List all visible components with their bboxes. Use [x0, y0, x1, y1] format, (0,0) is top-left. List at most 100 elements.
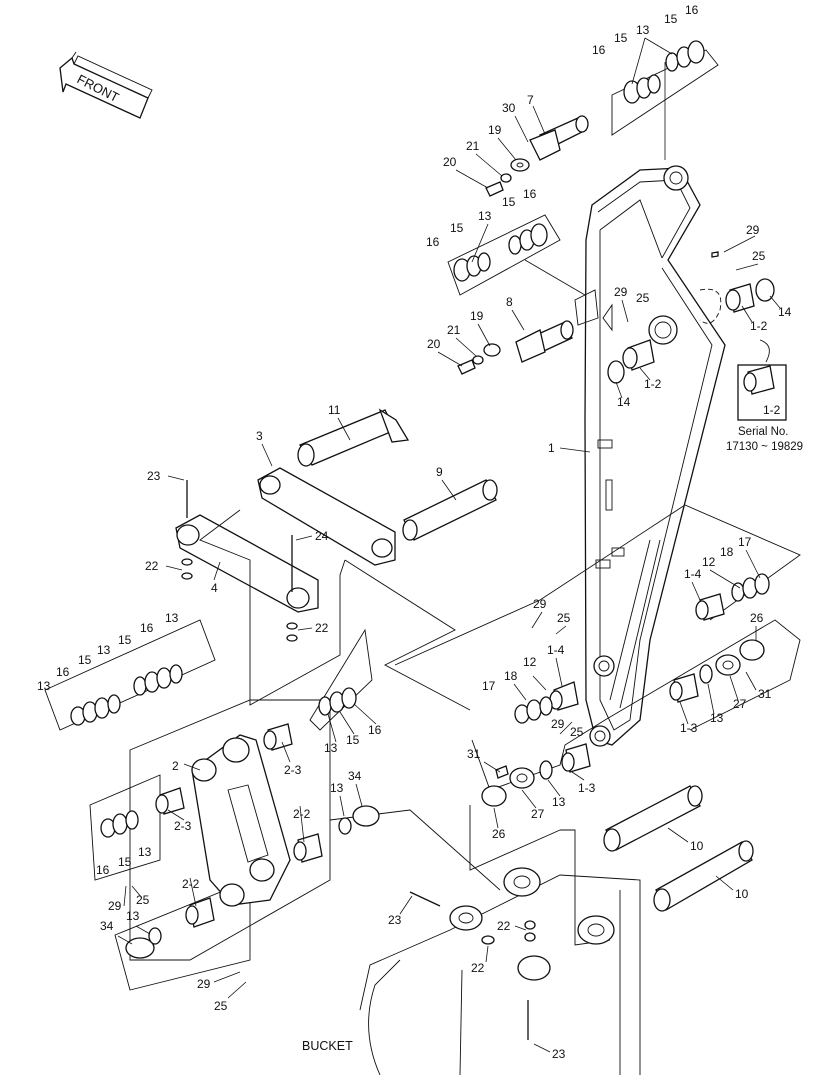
middle-ring-group [447, 214, 586, 296]
callout-27: 27 [733, 697, 747, 711]
callout-2: 2 [172, 759, 179, 773]
callout-24: 24 [315, 529, 329, 543]
callout-2-2: 2-2 [182, 877, 200, 891]
callout-13: 13 [126, 909, 140, 923]
callout-29: 29 [551, 717, 565, 731]
group-frames [44, 504, 801, 991]
callout-2-3: 2-3 [174, 819, 192, 833]
callout-labels: 7 30 19 21 20 13 15 16 15 16 13 15 16 15… [37, 3, 792, 1061]
callout-22: 22 [497, 919, 511, 933]
callout-29: 29 [614, 285, 628, 299]
callout-13: 13 [710, 711, 724, 725]
callout-26: 26 [492, 827, 506, 841]
callout-15: 15 [118, 633, 132, 647]
callout-2-3: 2-3 [284, 763, 302, 777]
callout-29: 29 [746, 223, 760, 237]
callout-20: 20 [443, 155, 457, 169]
callout-22: 22 [471, 961, 485, 975]
callout-13: 13 [165, 611, 179, 625]
callout-4: 4 [211, 581, 218, 595]
callout-11: 11 [328, 403, 341, 417]
callout-3: 3 [256, 429, 263, 443]
top-ring-group [611, 40, 719, 160]
arm-link-2 [100, 723, 380, 959]
callout-17: 17 [482, 679, 496, 693]
callout-2-2: 2-2 [293, 807, 311, 821]
callout-22: 22 [315, 621, 329, 635]
callout-1-4: 1-4 [547, 643, 565, 657]
callout-13: 13 [478, 209, 492, 223]
callout-9: 9 [436, 465, 443, 479]
callout-16: 16 [96, 863, 110, 877]
callout-12: 12 [523, 655, 537, 669]
callout-19: 19 [488, 123, 502, 137]
callout-1-2: 1-2 [750, 319, 768, 333]
left-ring-group-mid [318, 687, 357, 716]
callout-23: 23 [147, 469, 161, 483]
callout-15: 15 [502, 195, 516, 209]
callout-21: 21 [447, 323, 461, 337]
callout-25: 25 [557, 611, 571, 625]
callout-13: 13 [552, 795, 566, 809]
callout-29: 29 [108, 899, 122, 913]
callout-16: 16 [140, 621, 154, 635]
callout-18: 18 [504, 669, 518, 683]
callout-13: 13 [37, 679, 51, 693]
callout-1-2: 1-2 [644, 377, 662, 391]
callout-12: 12 [702, 555, 716, 569]
right-bottom-bushings [481, 573, 770, 807]
boom-body [574, 165, 726, 747]
callout-1-3: 1-3 [680, 721, 698, 735]
serial-part-label: 1-2 [763, 403, 781, 417]
leader-lines [117, 37, 781, 1053]
callout-13: 13 [324, 741, 338, 755]
bucket-label: BUCKET [302, 1039, 353, 1053]
callout-30: 30 [502, 101, 516, 115]
bushing-1-2-assembly [607, 251, 775, 384]
callout-34: 34 [100, 919, 114, 933]
callout-34: 34 [348, 769, 362, 783]
callout-26: 26 [750, 611, 764, 625]
callout-29: 29 [197, 977, 211, 991]
callout-13: 13 [636, 23, 650, 37]
pin-8-assembly [457, 320, 574, 375]
callout-14: 14 [617, 395, 631, 409]
callout-16: 16 [426, 235, 440, 249]
callout-25: 25 [570, 725, 584, 739]
link-4 [175, 480, 319, 642]
callout-25: 25 [752, 249, 766, 263]
callout-13: 13 [97, 643, 111, 657]
callout-23: 23 [388, 913, 402, 927]
callout-22: 22 [145, 559, 159, 573]
callout-1-4: 1-4 [684, 567, 702, 581]
callout-31: 31 [467, 747, 481, 761]
callout-15: 15 [78, 653, 92, 667]
pin-7-assembly [485, 115, 589, 197]
callout-29: 29 [533, 597, 547, 611]
callout-16: 16 [592, 43, 606, 57]
callout-15: 15 [614, 31, 628, 45]
serial-line-2: 17130 ~ 19829 [726, 441, 803, 453]
callout-10: 10 [690, 839, 704, 853]
pins-10 [603, 785, 754, 912]
left-ring-group-upper [70, 664, 183, 726]
callout-25: 25 [136, 893, 150, 907]
callout-13: 13 [330, 781, 344, 795]
pin-9 [402, 479, 498, 541]
serial-line-1: Serial No. [738, 426, 789, 438]
callout-15: 15 [450, 221, 464, 235]
callout-19: 19 [470, 309, 484, 323]
callout-16: 16 [56, 665, 70, 679]
callout-16: 16 [368, 723, 382, 737]
callout-20: 20 [427, 337, 441, 351]
callout-7: 7 [527, 93, 534, 107]
bucket: BUCKET [302, 867, 641, 1076]
callout-25: 25 [636, 291, 650, 305]
callout-23: 23 [552, 1047, 566, 1061]
callout-18: 18 [720, 545, 734, 559]
callout-1-3: 1-3 [578, 781, 596, 795]
callout-15: 15 [346, 733, 360, 747]
link-3-and-pin-11 [257, 408, 410, 566]
callout-15: 15 [118, 855, 132, 869]
